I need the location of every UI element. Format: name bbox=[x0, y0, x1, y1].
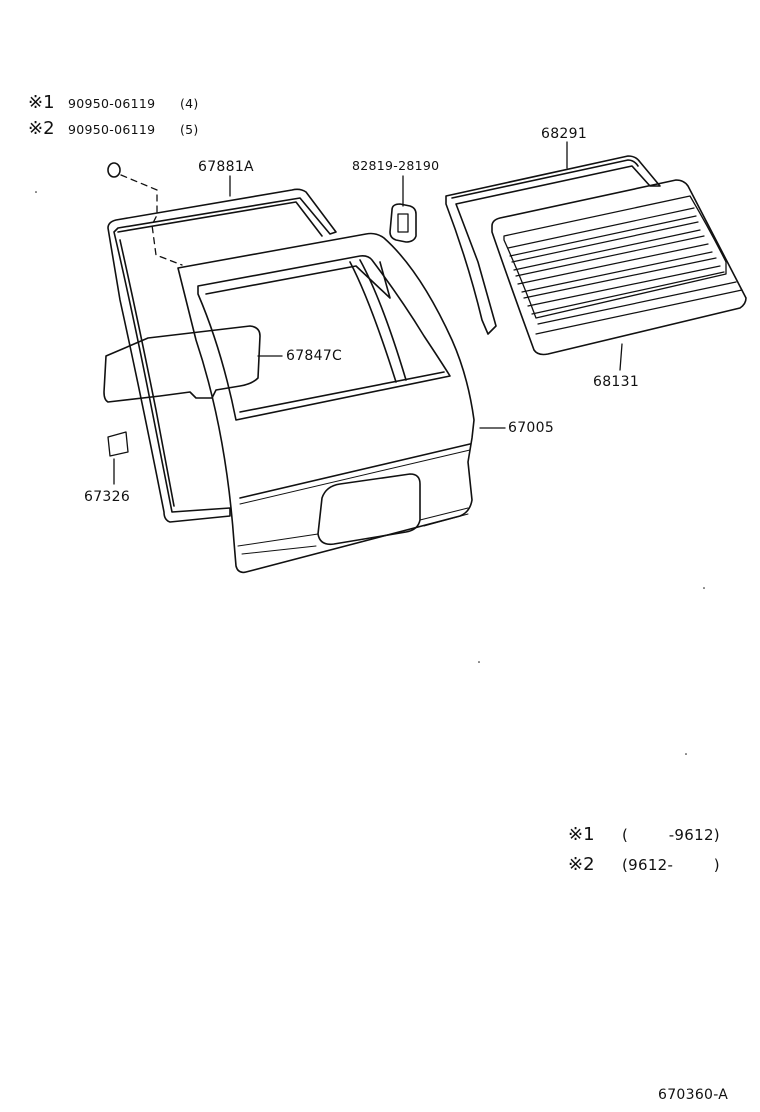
weatherstrip-67881A bbox=[107, 188, 337, 523]
trim-board-67847C bbox=[103, 325, 261, 403]
label-82819-28190: 82819-28190 bbox=[352, 158, 440, 173]
legend-2-mark: ※2 bbox=[568, 854, 595, 875]
note-1-part: 90950-06119 bbox=[68, 96, 156, 111]
diagram-id: 670360-A bbox=[658, 1087, 729, 1103]
tag-plate-67326 bbox=[107, 431, 129, 457]
legend-2-range: (9612- ) bbox=[622, 856, 720, 874]
label-67326: 67326 bbox=[84, 489, 131, 505]
label-68131: 68131 bbox=[593, 374, 640, 390]
label-68291: 68291 bbox=[541, 126, 588, 142]
label-67847C: 67847C bbox=[286, 348, 343, 364]
label-67005: 67005 bbox=[508, 420, 555, 436]
hole-plug-82819 bbox=[389, 175, 417, 243]
glass-weatherstrip-68291 bbox=[445, 141, 661, 335]
dashed-guide-line bbox=[120, 174, 183, 266]
legend-1-range: ( -9612) bbox=[622, 826, 720, 844]
back-door-panel-67005 bbox=[177, 232, 475, 574]
note-2-part: 90950-06119 bbox=[68, 122, 156, 137]
note-1-qty: (4) bbox=[180, 96, 199, 111]
legend-1-mark: ※1 bbox=[568, 824, 595, 845]
note-1-mark: ※1 bbox=[28, 92, 55, 113]
rear-glass-68131 bbox=[491, 179, 747, 371]
note-2-mark: ※2 bbox=[28, 118, 55, 139]
label-67881A: 67881A bbox=[198, 159, 254, 175]
note-2-qty: (5) bbox=[180, 122, 199, 137]
clip-part bbox=[107, 162, 121, 178]
